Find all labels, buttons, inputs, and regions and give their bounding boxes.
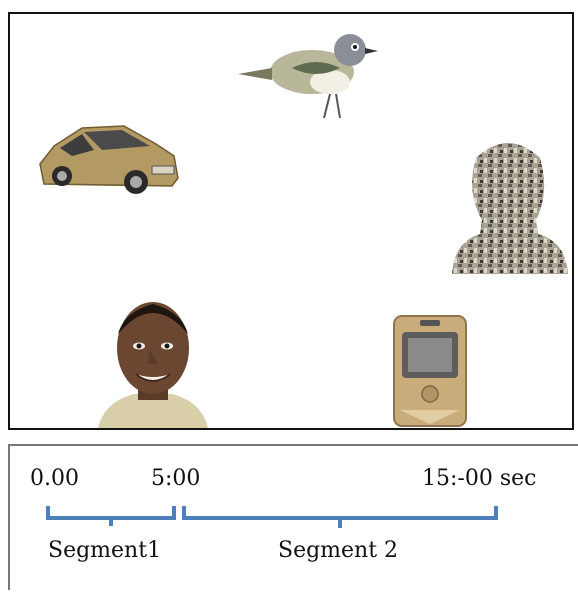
tick-label-start: 0.00 xyxy=(30,466,79,491)
tick-label-mid: 5:00 xyxy=(151,466,201,491)
segment-1-label: Segment1 xyxy=(48,538,162,563)
segment-brackets xyxy=(46,506,498,528)
bird-image xyxy=(238,34,378,119)
cellphone-image xyxy=(393,315,467,427)
car-image xyxy=(39,125,179,194)
tick-label-end: 15:-00 sec xyxy=(422,466,537,491)
segment-2-label: Segment 2 xyxy=(278,538,399,563)
scrambled-face-image xyxy=(452,143,568,274)
segment-2-bracket xyxy=(182,506,498,528)
face-image xyxy=(98,302,208,428)
timeline-panel: 0.00 5:00 15:-00 sec Segment1 Segment 2 xyxy=(8,444,578,590)
stimulus-display xyxy=(8,12,574,430)
segment-1-bracket xyxy=(46,506,176,526)
